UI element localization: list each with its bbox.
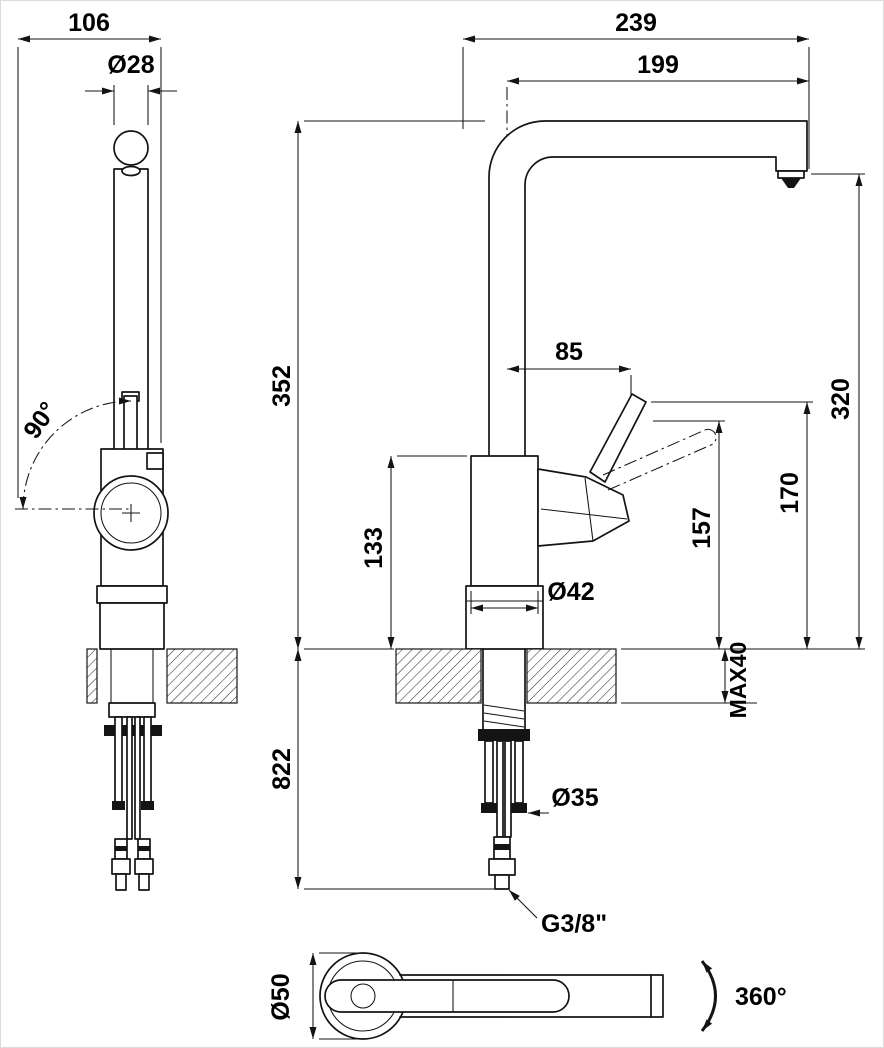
dim-157-label: 157 [688,507,716,549]
dim-320: 320 [621,173,865,650]
angle-90-label: 90° [18,397,63,444]
front-stud-right [514,740,524,804]
side-hose-fitting-1 [111,838,131,891]
dim-85-label: 85 [555,338,583,366]
dim-106: 106 [17,9,162,498]
front-countertop-right [526,648,617,704]
side-pivot-ring [100,482,162,544]
front-countertop-left [395,648,482,704]
dim-85: 85 [507,338,632,395]
dim-max40-label: MAX40 [725,642,751,719]
side-spout-end [113,130,149,166]
dim-199: 199 [507,51,809,85]
side-foot-left [112,801,125,810]
dim-157: 157 [653,420,725,649]
side-stud-left [114,716,123,804]
side-hose-fitting-2 [134,838,154,891]
top-spout-end [650,974,664,1018]
front-view: 239 199 352 822 320 [268,9,865,938]
front-base [465,585,544,650]
side-body-notch [146,452,164,470]
front-aerator-outlet [781,178,801,188]
top-pivot [350,983,376,1009]
front-foot-right [511,803,527,813]
dim-170: 170 [651,401,813,649]
dim-106-label: 106 [68,9,110,37]
front-spout [488,120,808,462]
dim-199-label: 199 [637,51,679,79]
swivel-arc [19,397,132,510]
dim-133: 133 [360,455,467,649]
front-foot-left [481,803,497,813]
dim-dia35: Ø35 [528,784,599,817]
dim-822-label: 822 [268,748,296,790]
top-view: Ø50 360° [267,952,787,1040]
dim-320-label: 320 [827,378,855,420]
thread-g38-label: G3/8" [541,910,607,938]
thread-callout: G3/8" [508,889,607,938]
handle-lever-alt-cap [704,428,717,446]
side-hose-left [126,716,133,840]
dim-822: 822 [268,649,503,890]
side-foot-right [141,801,154,810]
front-hose-right [504,740,512,838]
dim-dia42-label: Ø42 [547,578,594,606]
rotation-callout: 360° [700,960,787,1032]
handle-lever-alt-2 [607,444,712,491]
dim-352: 352 [268,120,485,650]
side-base [99,602,165,650]
dim-352-label: 352 [268,365,296,407]
side-gasket [104,725,162,736]
front-aerator-ring [777,170,805,179]
dim-133-label: 133 [360,527,388,569]
dim-170-label: 170 [776,472,804,514]
side-stud-right [143,716,152,804]
supply-connector [488,836,516,890]
top-handle [324,979,570,1013]
dim-dia50-label: Ø50 [267,973,295,1020]
dim-239-label: 239 [615,9,657,37]
dim-dia28: Ø28 [85,51,177,125]
side-aerator [121,165,141,177]
front-hose-left [496,740,504,838]
front-body [470,455,539,587]
dim-239: 239 [462,9,810,169]
front-gasket [478,729,530,741]
dim-dia35-label: Ø35 [551,784,598,812]
rotation-arrow [700,960,717,1032]
side-base-flange [96,585,168,604]
rotation-360-label: 360° [735,983,787,1011]
dim-dia50: Ø50 [267,952,361,1040]
side-countertop-left [86,648,98,704]
dim-dia42: Ø42 [470,578,595,614]
side-view: 90° 106 [15,9,238,891]
dim-max40: MAX40 [621,642,757,719]
side-countertop-right [166,648,238,704]
side-locknut [108,702,156,718]
front-stud-left [484,740,494,804]
handle-lever-alt-1 [602,429,706,476]
valve-joint [537,468,630,547]
side-hose-right [134,716,141,840]
handle-lever [589,393,647,483]
side-lever [123,395,138,457]
dim-dia28-label: Ø28 [107,51,154,79]
